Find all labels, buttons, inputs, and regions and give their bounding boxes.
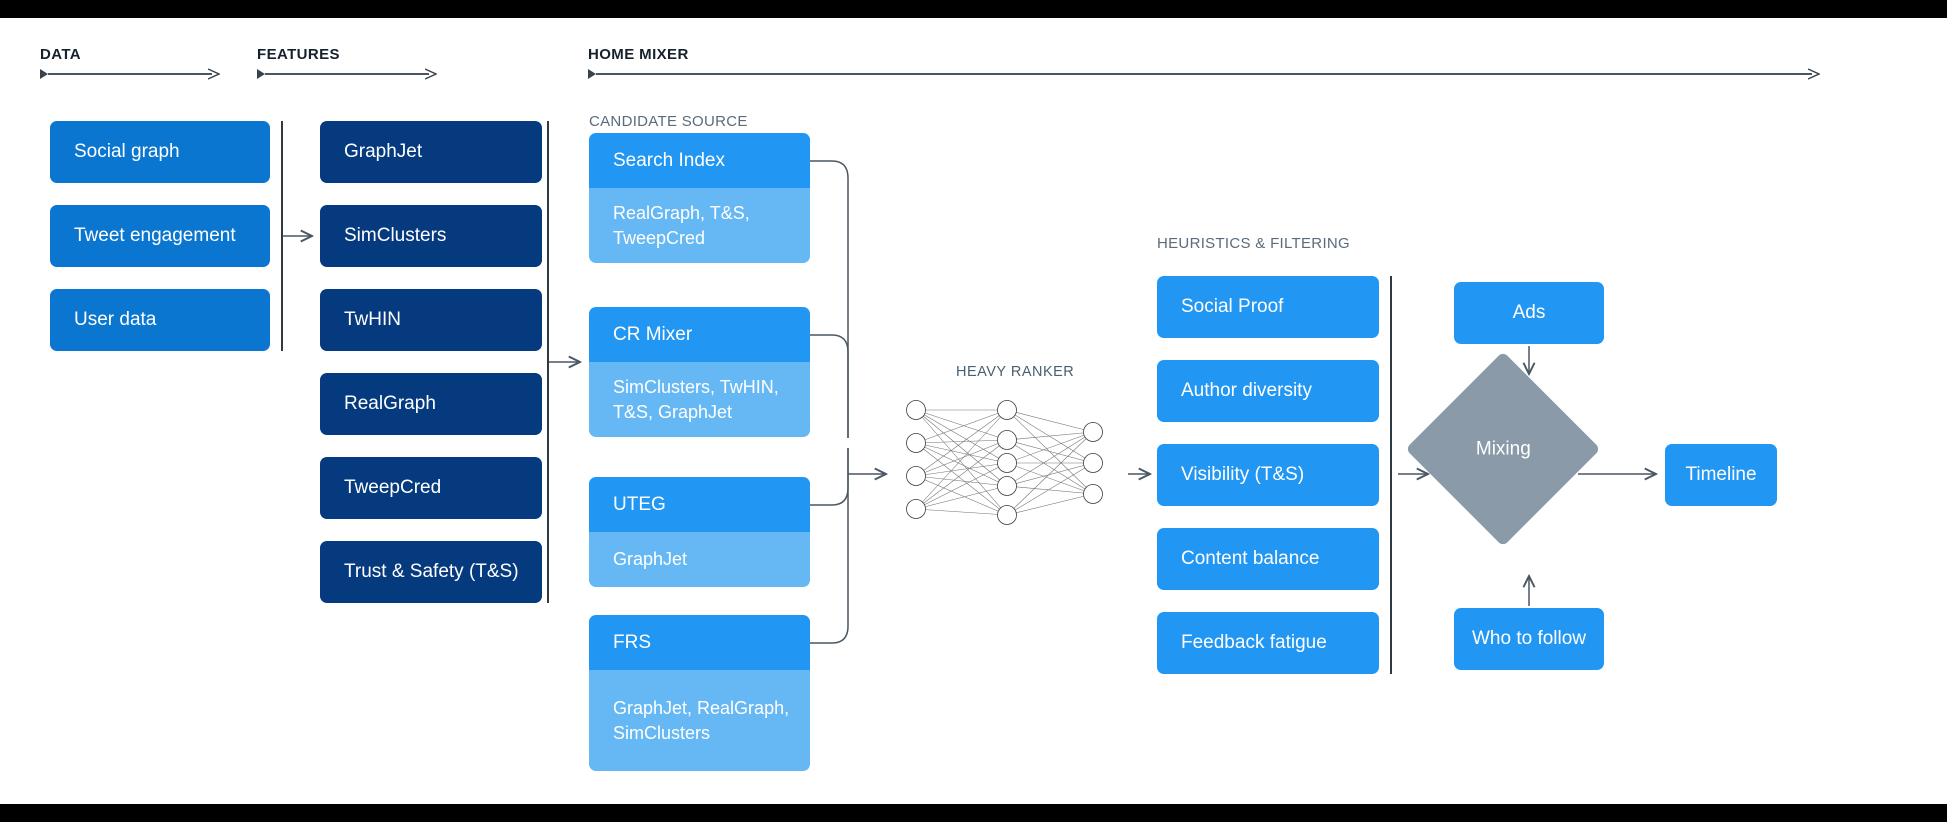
heuristic-box-label: Social Proof [1181, 296, 1284, 317]
axis-start-marker [588, 69, 596, 79]
arrow-head-icon [1808, 68, 1820, 80]
data-box-user-data[interactable]: User data [50, 289, 270, 351]
axis-home-mixer [588, 68, 1820, 80]
heuristic-box-author-diversity[interactable]: Author diversity [1157, 360, 1379, 422]
axis-line [596, 73, 1812, 75]
sublabel-heavy-ranker: HEAVY RANKER [956, 364, 1075, 380]
candidate-source-features: GraphJet, RealGraph, SimClusters [589, 670, 810, 771]
output-box-timeline[interactable]: Timeline [1665, 444, 1777, 506]
output-box-label: Ads [1512, 302, 1546, 323]
feature-box-label: GraphJet [344, 141, 423, 162]
feature-box-graphjet[interactable]: GraphJet [320, 121, 542, 183]
data-box-tweet-engagement[interactable]: Tweet engagement [50, 205, 270, 267]
candidate-source-features: RealGraph, T&S, TweepCred [589, 188, 810, 263]
connector-search-index-bus [810, 160, 849, 438]
candidate-source-name: FRS [589, 615, 810, 670]
data-box-label: User data [74, 309, 157, 330]
axis-start-marker [257, 69, 265, 79]
axis-data [40, 68, 220, 80]
sublabel-candidate-source: CANDIDATE SOURCE [589, 113, 748, 130]
heuristic-box-content-balance[interactable]: Content balance [1157, 528, 1379, 590]
axis-line [265, 73, 429, 75]
feature-box-label: Trust & Safety (T&S) [344, 561, 519, 582]
heuristic-box-label: Visibility (T&S) [1181, 464, 1305, 485]
candidate-source-uteg[interactable]: UTEG GraphJet [589, 477, 810, 587]
candidate-source-search-index[interactable]: Search Index RealGraph, T&S, TweepCred [589, 133, 810, 263]
heavy-ranker-network [906, 400, 1103, 525]
diagram-canvas: DATA FEATURES HOME MIXER CANDIDATE SOURC… [0, 18, 1947, 804]
heuristic-box-feedback-fatigue[interactable]: Feedback fatigue [1157, 612, 1379, 674]
divider-features-homemixer [547, 121, 549, 603]
feature-box-simclusters[interactable]: SimClusters [320, 205, 542, 267]
feature-box-label: SimClusters [344, 225, 447, 246]
heuristic-box-label: Feedback fatigue [1181, 632, 1327, 653]
feature-box-tweepcred[interactable]: TweepCred [320, 457, 542, 519]
heuristic-box-social-proof[interactable]: Social Proof [1157, 276, 1379, 338]
connector-uteg-bus [810, 448, 849, 506]
axis-line [48, 73, 212, 75]
connector-cr-mixer-bus [810, 334, 849, 438]
feature-box-label: RealGraph [344, 393, 436, 414]
mixing-label: Mixing [1475, 438, 1531, 459]
output-box-who-to-follow[interactable]: Who to follow [1454, 608, 1604, 670]
feature-box-trust-safety[interactable]: Trust & Safety (T&S) [320, 541, 542, 603]
data-box-social-graph[interactable]: Social graph [50, 121, 270, 183]
section-title-data: DATA [40, 46, 82, 63]
connector-frs-bus [810, 448, 849, 644]
heuristic-box-label: Content balance [1181, 548, 1320, 569]
candidate-source-name: Search Index [589, 133, 810, 188]
arrow-head-icon [208, 68, 220, 80]
data-box-label: Tweet engagement [74, 225, 236, 246]
feature-box-realgraph[interactable]: RealGraph [320, 373, 542, 435]
candidate-source-name: CR Mixer [589, 307, 810, 362]
data-box-label: Social graph [74, 141, 180, 162]
candidate-source-features: GraphJet [589, 532, 810, 587]
candidate-source-frs[interactable]: FRS GraphJet, RealGraph, SimClusters [589, 615, 810, 771]
sublabel-heuristics-filtering: HEURISTICS & FILTERING [1157, 235, 1351, 252]
output-box-label: Who to follow [1471, 628, 1587, 649]
candidate-source-cr-mixer[interactable]: CR Mixer SimClusters, TwHIN, T&S, GraphJ… [589, 307, 810, 437]
candidate-source-features: SimClusters, TwHIN, T&S, GraphJet [589, 362, 810, 437]
mixing-node[interactable]: Mixing [1405, 351, 1601, 547]
feature-box-label: TwHIN [344, 309, 401, 330]
feature-box-twhin[interactable]: TwHIN [320, 289, 542, 351]
section-title-features: FEATURES [257, 46, 340, 63]
divider-heuristics-mixing [1390, 276, 1392, 674]
feature-box-label: TweepCred [344, 477, 442, 498]
output-box-label: Timeline [1685, 464, 1757, 485]
heuristic-box-visibility[interactable]: Visibility (T&S) [1157, 444, 1379, 506]
candidate-source-name: UTEG [589, 477, 810, 532]
axis-start-marker [40, 69, 48, 79]
heuristic-box-label: Author diversity [1181, 380, 1312, 401]
arrow-head-icon [425, 68, 437, 80]
axis-features [257, 68, 437, 80]
section-title-home-mixer: HOME MIXER [588, 46, 689, 63]
divider-data-features [281, 121, 283, 351]
output-box-ads[interactable]: Ads [1454, 282, 1604, 344]
